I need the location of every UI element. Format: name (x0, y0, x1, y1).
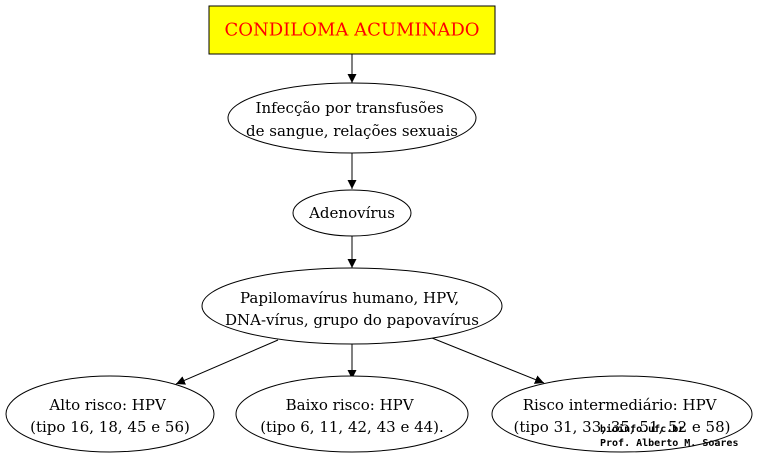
node-infeccao-line-1: Infecção por transfusões (256, 99, 444, 117)
node-risco-intermediario: Risco intermediário: HPV (tipo 31, 33, 3… (491, 375, 753, 453)
edge-hpv-to-alto (175, 339, 279, 385)
node-baixo-risco-line-1: Baixo risco: HPV (286, 396, 415, 414)
node-infeccao-label: Infecção por transfusões de sangue, rela… (246, 99, 458, 140)
node-adenovirus: Adenovírus (292, 189, 412, 237)
node-alto-risco-label: Alto risco: HPV (tipo 16, 18, 45 e 56) (30, 396, 190, 436)
credit-site: bioinfo.ufc.br (600, 424, 685, 435)
node-alto-risco-line-2: (tipo 16, 18, 45 e 56) (30, 418, 190, 436)
node-adenovirus-label: Adenovírus (308, 204, 395, 222)
node-baixo-risco-label: Baixo risco: HPV (tipo 6, 11, 42, 43 e 4… (260, 396, 444, 436)
node-risco-intermediario-line-1: Risco intermediário: HPV (523, 396, 718, 414)
node-risco-intermediario-line-2: (tipo 31, 33, 35, 51, 52 e 58) (513, 418, 730, 436)
node-hpv-line-2: DNA-vírus, grupo do papovavírus (225, 311, 479, 329)
node-risco-intermediario-label: Risco intermediário: HPV (tipo 31, 33, 3… (513, 396, 730, 436)
node-hpv-line-1: Papilomavírus humano, HPV, (240, 289, 459, 307)
node-alto-risco-line-1: Alto risco: HPV (48, 396, 167, 414)
credit-author: Prof. Alberto M. Soares (600, 438, 739, 449)
title-node: CONDILOMA ACUMINADO (208, 5, 496, 55)
node-baixo-risco-line-2: (tipo 6, 11, 42, 43 e 44). (260, 418, 444, 436)
node-infeccao-line-2: de sangue, relações sexuais (246, 122, 458, 140)
node-hpv: Papilomavírus humano, HPV, DNA-vírus, gr… (201, 267, 503, 345)
node-baixo-risco: Baixo risco: HPV (tipo 6, 11, 42, 43 e 4… (235, 375, 469, 453)
node-alto-risco: Alto risco: HPV (tipo 16, 18, 45 e 56) (5, 375, 215, 453)
edge-hpv-to-intermediario (431, 337, 545, 384)
title-text: CONDILOMA ACUMINADO (224, 20, 479, 41)
node-infeccao: Infecção por transfusões de sangue, rela… (227, 82, 477, 154)
node-hpv-label: Papilomavírus humano, HPV, DNA-vírus, gr… (225, 289, 479, 329)
